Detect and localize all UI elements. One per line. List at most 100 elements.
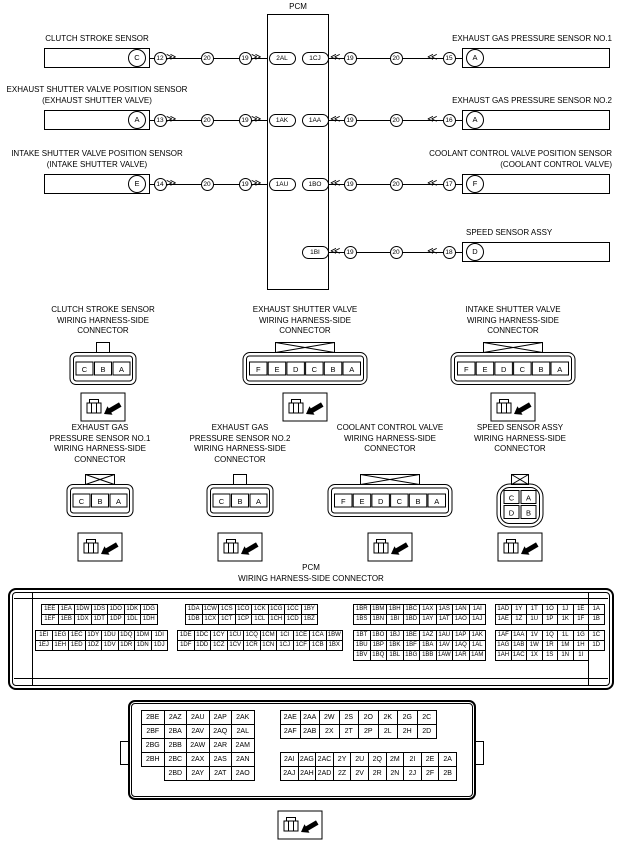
pcm-connector-housing-inner <box>12 592 610 686</box>
pin-cell: 2V <box>350 766 369 781</box>
svg-text:D: D <box>501 365 507 374</box>
svg-text:C: C <box>312 365 318 374</box>
pin-cell: 1EH <box>51 640 69 651</box>
pin-cell: 1F <box>572 614 589 625</box>
pin-cell: 1X <box>526 650 543 661</box>
pin-cell: 2S <box>338 710 359 725</box>
pin-cell: 2J <box>403 766 422 781</box>
pin-cell: 1DR <box>117 640 135 651</box>
pcm-connector2-side-tab <box>120 741 129 765</box>
pin-number: 15 <box>442 51 456 65</box>
pin-cell: 2BF <box>141 724 165 739</box>
pin-cell: 2AQ <box>208 724 232 739</box>
terminal-letter: D <box>466 243 484 261</box>
pin-cell: 1CX <box>201 614 219 625</box>
connector-card-title: COOLANT CONTROL VALVE WIRING HARNESS-SID… <box>336 423 444 453</box>
pcm-pin: 1BI <box>301 245 329 259</box>
pcm-connector-title-line2: WIRING HARNESS-SIDE CONNECTOR <box>238 573 384 583</box>
pin-cell: 1ED <box>68 640 86 651</box>
pin-cell: 2AW <box>186 738 210 753</box>
pin-cell: 2AH <box>297 766 317 781</box>
wire-number: 19 <box>343 51 357 65</box>
pin-cell: 2X <box>319 724 340 739</box>
svg-text:C: C <box>509 493 515 502</box>
pin-cell: 2E <box>420 752 440 767</box>
pin-cell: 1CL <box>251 614 269 625</box>
wire-number: 20 <box>200 51 214 65</box>
pin-cell: 1CF <box>292 640 310 651</box>
wire-number: 19 <box>343 245 357 259</box>
pcm-pin: 1AK <box>268 113 296 127</box>
pin-cell: 2Q <box>367 752 387 767</box>
wire-number: 19 <box>343 177 357 191</box>
pin-cell: 2AX <box>186 752 210 767</box>
connector-view-direction-icon <box>277 810 323 840</box>
inline-connector-icon: ≪ <box>427 114 438 125</box>
terminal-letter: A <box>128 111 146 129</box>
connector-card-title: EXHAUST GAS PRESSURE SENSOR NO.2 WIRING … <box>189 423 291 464</box>
pin-cell: 2BE <box>141 710 165 725</box>
svg-text:B: B <box>97 497 102 506</box>
pin-cell: 2AN <box>231 752 255 767</box>
pin-cell: 1AT <box>435 614 453 625</box>
sensor-name: EXHAUST GAS PRESSURE SENSOR NO.2 <box>452 96 612 105</box>
inline-connector-icon: ≫ <box>251 52 262 63</box>
pin-cell: 1U <box>526 614 543 625</box>
wire-number: 20 <box>200 113 214 127</box>
inline-connector-icon: ≫ <box>166 52 177 63</box>
pin-cell: 1AM <box>468 650 486 661</box>
pin-cell: 1AO <box>452 614 470 625</box>
sensor-box <box>44 110 150 130</box>
pin-cell: 2AP <box>208 710 232 725</box>
svg-text:C: C <box>397 497 403 506</box>
pin-cell: 1DT <box>90 614 108 625</box>
pin-cell: 2BG <box>141 738 165 753</box>
pin-cell: 1DZ <box>84 640 102 651</box>
connector-view-direction-icon <box>217 532 263 562</box>
pin-number: 18 <box>442 245 456 259</box>
pin-cell: 2D <box>416 724 437 739</box>
pin-cell: 2BB <box>163 738 187 753</box>
pcm-box-title: PCM <box>289 2 307 11</box>
pin-cell: 2AD <box>315 766 334 781</box>
pin-cell: 2G <box>397 710 418 725</box>
inline-connector-icon: ≪ <box>330 178 341 189</box>
pin-number: 14 <box>153 177 167 191</box>
pin-cell: 1S <box>541 650 558 661</box>
pin-cell: 1DF <box>177 640 195 651</box>
pin-cell: 2BC <box>163 752 187 767</box>
inline-connector-icon: ≫ <box>166 178 177 189</box>
connector-card-title: EXHAUST GAS PRESSURE SENSOR NO.1 WIRING … <box>49 423 151 464</box>
sensor-box <box>462 48 610 68</box>
pcm-pin: 1AU <box>268 177 296 191</box>
pin-cell: 1DB <box>185 614 203 625</box>
pin-cell: 1BV <box>353 650 371 661</box>
svg-text:B: B <box>100 365 105 374</box>
connector-view-direction-icon <box>77 532 123 562</box>
pin-cell: 1I <box>572 650 589 661</box>
pin-cell: 2L <box>377 724 398 739</box>
pin-cell: 1EB <box>57 614 75 625</box>
terminal-letter: C <box>128 49 146 67</box>
pin-cell: 1DP <box>107 614 125 625</box>
pin-cell: 1EF <box>41 614 59 625</box>
svg-text:A: A <box>256 497 261 506</box>
pin-cell: 2R <box>367 766 387 781</box>
pin-cell: 2AI <box>280 752 299 767</box>
pin-cell: 1EJ <box>35 640 53 651</box>
wire-number: 19 <box>238 113 252 127</box>
connector-view-direction-icon <box>490 392 536 422</box>
sensor-box <box>462 174 610 194</box>
